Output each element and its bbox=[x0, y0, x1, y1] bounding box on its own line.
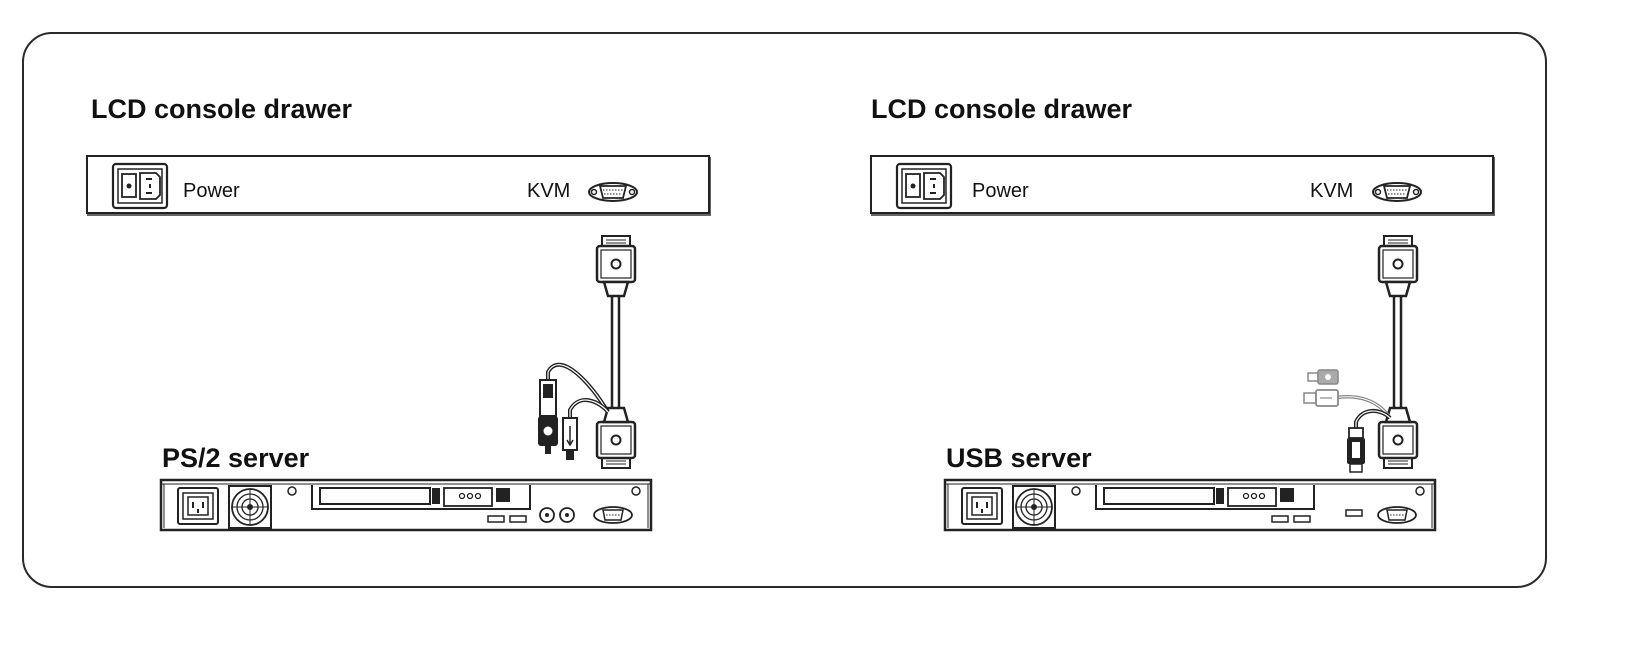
usb-port-icon bbox=[1271, 509, 1363, 523]
drawer-title: LCD console drawer bbox=[91, 94, 353, 124]
ps2-plug-icon bbox=[538, 379, 558, 454]
vga-plug-icon bbox=[595, 235, 637, 298]
server-chassis-icon bbox=[943, 478, 1437, 532]
drawer-title: LCD console drawer bbox=[871, 94, 1133, 124]
power-inlet-icon bbox=[895, 162, 953, 210]
usb-plug-icon bbox=[1307, 369, 1339, 385]
fan-icon bbox=[1012, 485, 1056, 529]
fan-icon bbox=[228, 485, 272, 529]
kvm-label: KVM bbox=[1310, 180, 1354, 202]
ps2-port-icon bbox=[539, 507, 575, 523]
kvm-cable-usb bbox=[1303, 235, 1419, 473]
vga-port-icon bbox=[1377, 506, 1417, 524]
usb-plug-icon bbox=[1303, 389, 1339, 407]
vga-plug-icon bbox=[595, 406, 637, 469]
vga-port-icon bbox=[588, 182, 638, 202]
usb-plug-icon bbox=[1347, 427, 1365, 473]
vga-port-icon bbox=[1372, 182, 1422, 202]
ps2-plug-icon bbox=[562, 417, 578, 460]
figure-frame bbox=[22, 32, 1547, 588]
power-label: Power bbox=[183, 180, 240, 202]
power-inlet-icon bbox=[961, 487, 1003, 525]
vga-plug-icon bbox=[1377, 406, 1419, 469]
power-inlet-icon bbox=[111, 162, 169, 210]
kvm-label: KVM bbox=[527, 180, 571, 202]
server-title: PS/2 server bbox=[162, 443, 310, 473]
server-chassis-icon bbox=[159, 478, 653, 532]
vga-plug-icon bbox=[1377, 235, 1419, 298]
usb-port-icon bbox=[487, 515, 527, 523]
power-inlet-icon bbox=[177, 487, 219, 525]
kvm-cable-ps2 bbox=[538, 235, 637, 469]
server-title: USB server bbox=[946, 443, 1092, 473]
power-label: Power bbox=[972, 180, 1029, 202]
vga-port-icon bbox=[593, 506, 633, 524]
